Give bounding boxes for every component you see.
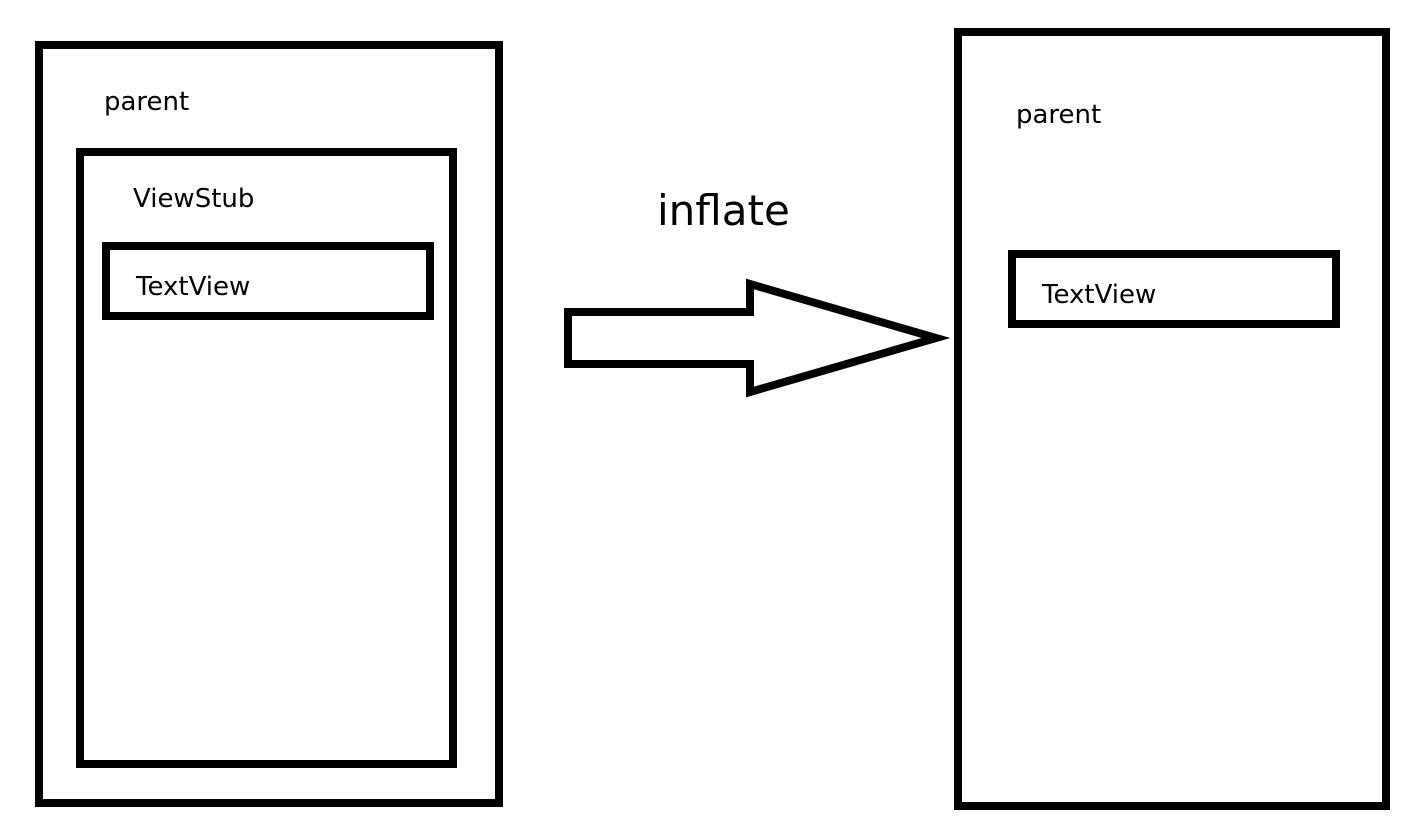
right-parent-label: parent (1016, 100, 1102, 130)
right-textview-box (1008, 250, 1340, 328)
right-arrow-icon (564, 278, 950, 398)
right-textview-label: TextView (1042, 280, 1157, 310)
viewstub-label: ViewStub (133, 184, 255, 214)
left-textview-box (102, 242, 434, 320)
viewstub-box (76, 148, 457, 768)
left-textview-label: TextView (136, 272, 251, 302)
right-parent-box (954, 28, 1390, 810)
left-parent-label: parent (104, 87, 190, 117)
inflate-label: inflate (657, 186, 790, 235)
left-parent-box (35, 41, 503, 807)
